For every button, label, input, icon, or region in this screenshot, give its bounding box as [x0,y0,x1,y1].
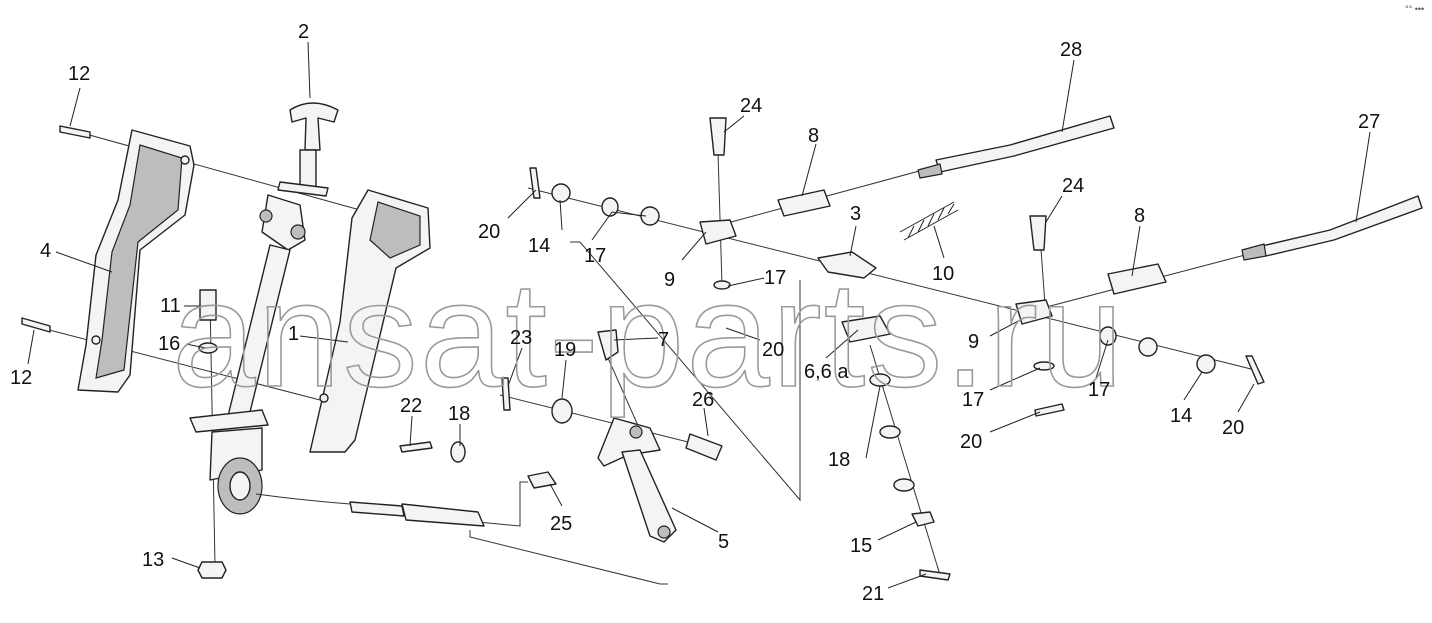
clevis-part-9a [699,219,737,245]
cable-part-27 [1241,195,1423,261]
nut-part-15 [911,511,935,527]
callout-label: 26 [692,389,714,411]
callout-label: 15 [850,535,872,557]
washer-part-16 [198,342,218,354]
bracket-part-1 [309,189,431,453]
washer-part-17a [601,197,619,217]
callout-label: 8 [808,125,819,147]
nut-part-13 [197,561,227,579]
callout-label: 10 [932,263,954,285]
callout-labels: 2 12 12 4 11 16 1 13 23 22 18 19 7 26 25… [10,21,1380,605]
plate-part-6 [841,315,891,343]
hand-lever-part-2 [189,102,339,515]
pin-part-24b [1029,215,1047,251]
callout-label: 2 [298,21,309,43]
pin-part-26 [685,433,723,461]
callout-label: 4 [40,240,51,262]
callout-label: 18 [448,403,470,425]
callout-label: 13 [142,549,164,571]
corner-mark: °° ••• [1405,4,1424,14]
fork-part-8b [1107,263,1167,295]
pin-part-12b [21,317,51,333]
fork-part-8a [777,189,831,217]
callout-label: 28 [1060,39,1082,61]
callout-label: 21 [862,583,884,605]
callout-label: 27 [1358,111,1380,133]
callout-label: 20 [1222,417,1244,439]
callout-label: 17 [764,267,786,289]
callout-label: 20 [762,339,784,361]
washer-part-18a [450,441,466,463]
callout-label: 6,6 a [804,361,849,383]
washer-part-18c [879,425,901,439]
washer-part-18d [893,478,915,492]
callout-label: 18 [828,449,850,471]
callout-label: 23 [510,327,532,349]
callout-label: 25 [550,513,572,535]
callout-label: 9 [664,269,675,291]
callout-label: 17 [1088,379,1110,401]
callout-label: 5 [718,531,729,553]
callout-label: 17 [962,389,984,411]
cotter-pin-part-20d [1245,355,1265,385]
pin-part-12a [59,125,91,139]
callout-label: 24 [1062,175,1084,197]
cotter-pin-part-20a [529,167,541,199]
castle-nut-part-14a [551,183,571,203]
parts [21,102,1423,581]
spring-part-10 [899,201,959,241]
clevis-part-9b [1015,299,1053,325]
callout-label: 14 [1170,405,1192,427]
cotter-pin-part-22 [399,441,433,453]
pin-part-25 [527,471,557,489]
bracket-part-3 [817,251,877,279]
callout-label: 8 [1134,205,1145,227]
washer-part-19 [551,398,573,424]
callout-label: 20 [960,431,982,453]
lever-part-5 [597,417,677,543]
callout-label: 24 [740,95,762,117]
washer-part-17d [1099,326,1117,346]
cable-part-28 [917,115,1115,179]
washer-part-17c [713,280,731,290]
callout-label: 1 [288,323,299,345]
bolt-part-11 [199,289,217,321]
washer-part-17b [640,206,660,226]
callout-label: 22 [400,395,422,417]
callout-label: 16 [158,333,180,355]
callout-label: 12 [68,63,90,85]
bracket-part-4 [77,129,195,393]
washer-part-17e [1138,337,1158,357]
callout-label: 14 [528,235,550,257]
watermark-text: ansat-parts.ru [172,250,1125,418]
callout-label: 19 [554,339,576,361]
callout-label: 3 [850,203,861,225]
callout-label: 12 [10,367,32,389]
bolt-part-7 [597,329,619,361]
pin-part-24a [709,117,727,156]
castle-nut-part-14b [1196,354,1216,374]
callout-label: 11 [160,295,181,317]
callout-label: 9 [968,331,979,353]
callout-label: 20 [478,221,500,243]
callout-label: 7 [658,329,669,351]
callout-label: 17 [584,245,606,267]
cotter-pin-part-21 [919,569,951,581]
leader-lines [27,41,1371,589]
cable-assembly [255,493,485,527]
